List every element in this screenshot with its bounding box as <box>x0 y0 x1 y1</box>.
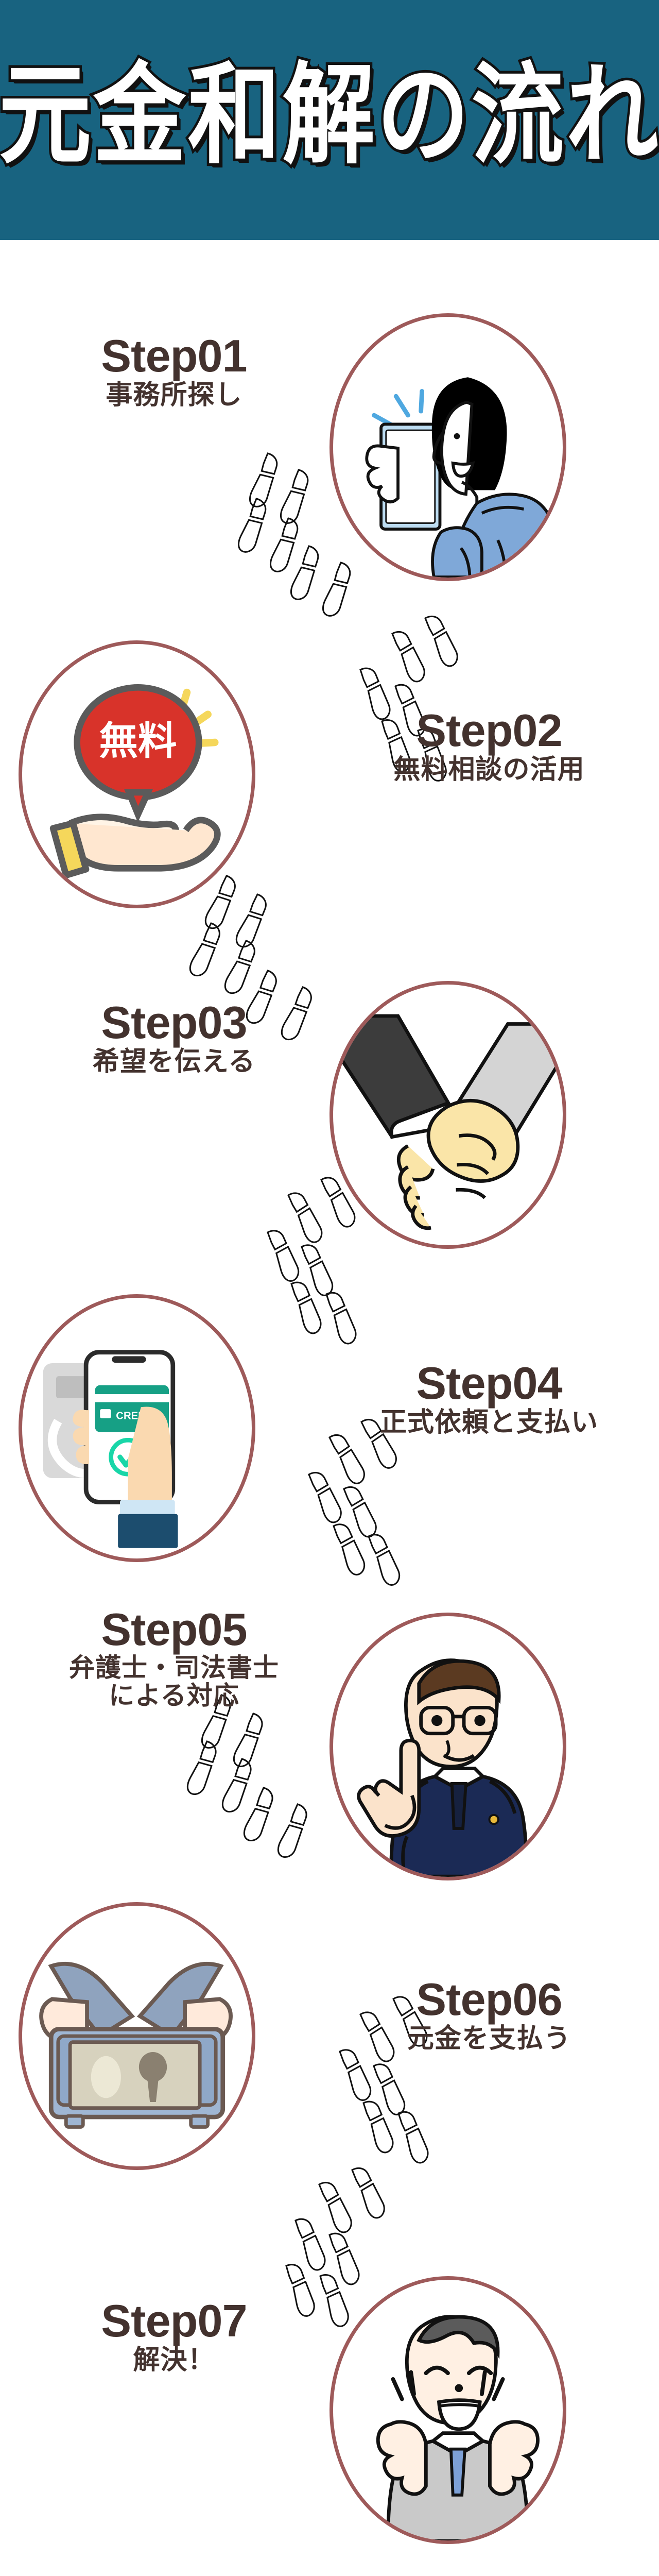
person-with-smartphone-icon <box>365 377 558 578</box>
page-title: 元金和解の流れ <box>0 54 659 177</box>
step-block-5: Step05 弁護士・司法書士による対応 <box>0 1582 659 1911</box>
step-label-5: Step05 弁護士・司法書士による対応 <box>14 1606 334 1709</box>
lawyer-pointing-icon <box>357 1658 529 1877</box>
step-block-2: Step02 無料相談の活用 無料 <box>0 631 659 961</box>
step-title-6: 元金を支払う <box>407 2023 571 2054</box>
step-label-1: Step01 事務所探し <box>14 333 334 410</box>
step-block-1: Step01 事務所探し <box>0 309 659 639</box>
step-block-3: Step03 希望を伝える <box>0 969 659 1298</box>
header-banner: 元金和解の流れ <box>0 0 659 240</box>
handshake-icon <box>333 1014 563 1230</box>
step-label-6: Step06 元金を支払う <box>330 1976 649 2054</box>
step-illustration-3 <box>330 981 566 1249</box>
step-number-7: Step07 <box>101 2295 247 2346</box>
step-number-6: Step06 <box>416 1974 562 2025</box>
step-number-5: Step05 <box>101 1604 247 1655</box>
step-title-7: 解決！ <box>133 2345 215 2375</box>
free-consultation-hand-icon: 無料 <box>49 684 221 879</box>
step-illustration-2: 無料 <box>19 640 255 908</box>
step-number-2: Step02 <box>416 705 562 756</box>
step-number-1: Step01 <box>101 330 247 381</box>
step-label-7: Step07 解決！ <box>14 2298 334 2375</box>
hands-money-case-icon <box>28 1961 244 2156</box>
step-block-4: Step04 正式依頼と支払い CRED <box>0 1278 659 1607</box>
step-illustration-6 <box>19 1902 255 2170</box>
smartphone-payment-icon: CRED <box>43 1350 178 1548</box>
free-badge-label: 無料 <box>99 720 177 763</box>
step-title-2: 無料相談の活用 <box>393 754 585 785</box>
step-illustration-7 <box>330 2276 566 2544</box>
step-label-3: Step03 希望を伝える <box>14 999 334 1077</box>
happy-man-celebrating-icon <box>376 2315 540 2540</box>
step-label-4: Step04 正式依頼と支払い <box>330 1360 649 1437</box>
step-number-3: Step03 <box>101 997 247 1048</box>
step-block-7: Step07 解決！ <box>0 2200 659 2544</box>
step-title-5: 弁護士・司法書士による対応 <box>69 1653 279 1710</box>
step-illustration-4: CRED <box>19 1294 255 1562</box>
step-title-1: 事務所探し <box>106 380 242 410</box>
step-number-4: Step04 <box>416 1358 562 1409</box>
step-title-4: 正式依頼と支払い <box>379 1407 599 1437</box>
step-block-6: Step06 元金を支払う <box>0 1880 659 2210</box>
step-illustration-1 <box>330 313 566 581</box>
step-title-3: 希望を伝える <box>92 1046 256 1077</box>
step-illustration-5 <box>330 1613 566 1880</box>
step-label-2: Step02 無料相談の活用 <box>330 707 649 785</box>
